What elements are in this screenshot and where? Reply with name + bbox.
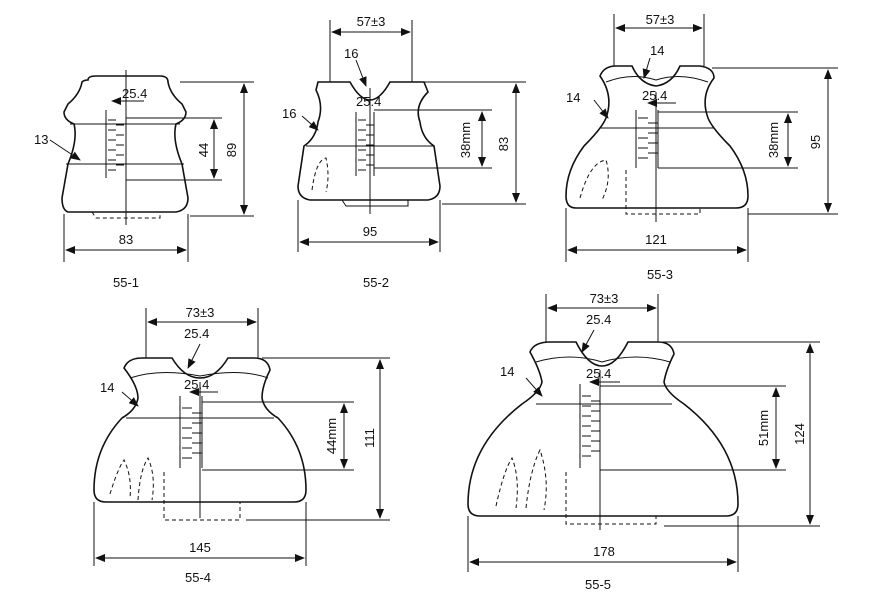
figure-caption: 55-5 (585, 577, 611, 592)
thread-dia-label: 25.4 (122, 86, 147, 101)
insulator-body (467, 341, 739, 517)
thread-dia-label: 25.4 (184, 377, 209, 392)
top-width-label: 57±3 (646, 12, 675, 27)
top-radius-label: 14 (650, 43, 664, 58)
insulator-55-3: 57±3 14 25.4 95 38mm 121 14 55-3 (565, 12, 838, 282)
insulator-55-2: 57±3 16 25.4 83 38mm 95 16 55-2 (282, 14, 526, 290)
top-radius-label: 25.4 (184, 326, 209, 341)
thread-dia-label: 25.4 (586, 366, 611, 381)
insulator-55-5: 73±3 25.4 25.4 124 51mm 178 14 55-5 (467, 291, 820, 592)
figure-caption: 55-4 (185, 570, 211, 585)
thread-label: 38mm (766, 122, 781, 158)
top-radius-label: 25.4 (586, 312, 611, 327)
wall-label: 13 (34, 132, 48, 147)
wall-label: 16 (282, 106, 296, 121)
figure-caption: 55-2 (363, 275, 389, 290)
wall-label: 14 (100, 380, 114, 395)
height-label: 83 (496, 137, 511, 151)
insulator-body (61, 75, 189, 213)
height-label: 111 (362, 428, 377, 448)
thread-label: 44 (196, 143, 211, 157)
width-label: 178 (593, 544, 615, 559)
height-label: 89 (224, 143, 239, 157)
insulator-55-4: 73±3 25.4 25.4 111 44mm 145 14 55-4 (93, 305, 390, 585)
top-width-label: 73±3 (186, 305, 215, 320)
width-label: 95 (363, 224, 377, 239)
wall-label: 14 (500, 364, 514, 379)
width-label: 83 (119, 232, 133, 247)
width-label: 145 (189, 540, 211, 555)
insulator-55-1: 25.4 89 44 83 13 55-1 (34, 70, 254, 290)
top-radius-label: 16 (344, 46, 358, 61)
height-label: 124 (792, 423, 807, 445)
top-width-label: 73±3 (590, 291, 619, 306)
insulator-body (565, 65, 749, 209)
thread-dia-label: 25.4 (642, 88, 667, 103)
thread-dia-label: 25.4 (356, 94, 381, 109)
thread-label: 44mm (324, 418, 339, 454)
thread-label: 38mm (458, 122, 473, 158)
width-label: 121 (645, 232, 667, 247)
figure-caption: 55-3 (647, 267, 673, 282)
wall-label: 14 (566, 90, 580, 105)
height-label: 95 (808, 135, 823, 149)
top-width-label: 57±3 (357, 14, 386, 29)
thread-label: 51mm (756, 410, 771, 446)
figure-caption: 55-1 (113, 275, 139, 290)
